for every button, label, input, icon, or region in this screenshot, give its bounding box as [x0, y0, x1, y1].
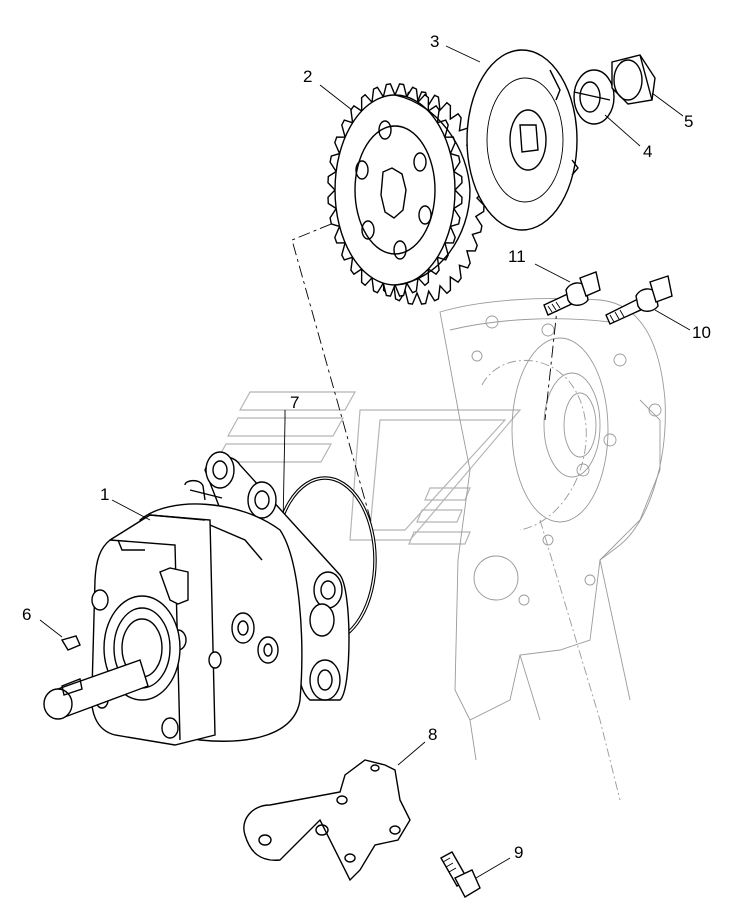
callout-10: 10 — [692, 323, 711, 342]
drive-gear — [327, 83, 485, 305]
callout-6: 6 — [22, 605, 31, 624]
engine-housing — [439, 298, 666, 801]
callout-leaders — [39, 45, 691, 879]
callout-9: 9 — [514, 843, 523, 862]
hydraulic-pump — [43, 451, 350, 746]
callout-3: 3 — [430, 32, 439, 51]
bolt-9 — [440, 851, 481, 898]
hex-nut — [611, 54, 656, 105]
callout-labels: 1 2 3 4 5 6 7 8 9 10 11 — [22, 32, 711, 862]
callout-4: 4 — [643, 142, 652, 161]
bolt-10 — [605, 275, 673, 325]
assembly-centerlines — [282, 197, 559, 526]
watermark-logo — [214, 391, 522, 545]
gear-cover-plate — [466, 49, 579, 231]
callout-1: 1 — [100, 485, 109, 504]
callout-8: 8 — [428, 725, 437, 744]
lock-washer — [573, 69, 615, 125]
callout-2: 2 — [303, 67, 312, 86]
shaft-key — [60, 635, 81, 651]
callout-5: 5 — [684, 112, 693, 131]
callout-11: 11 — [508, 247, 526, 266]
mounting-bracket — [243, 759, 411, 882]
bolt-11 — [543, 271, 601, 316]
callout-7: 7 — [290, 393, 299, 412]
